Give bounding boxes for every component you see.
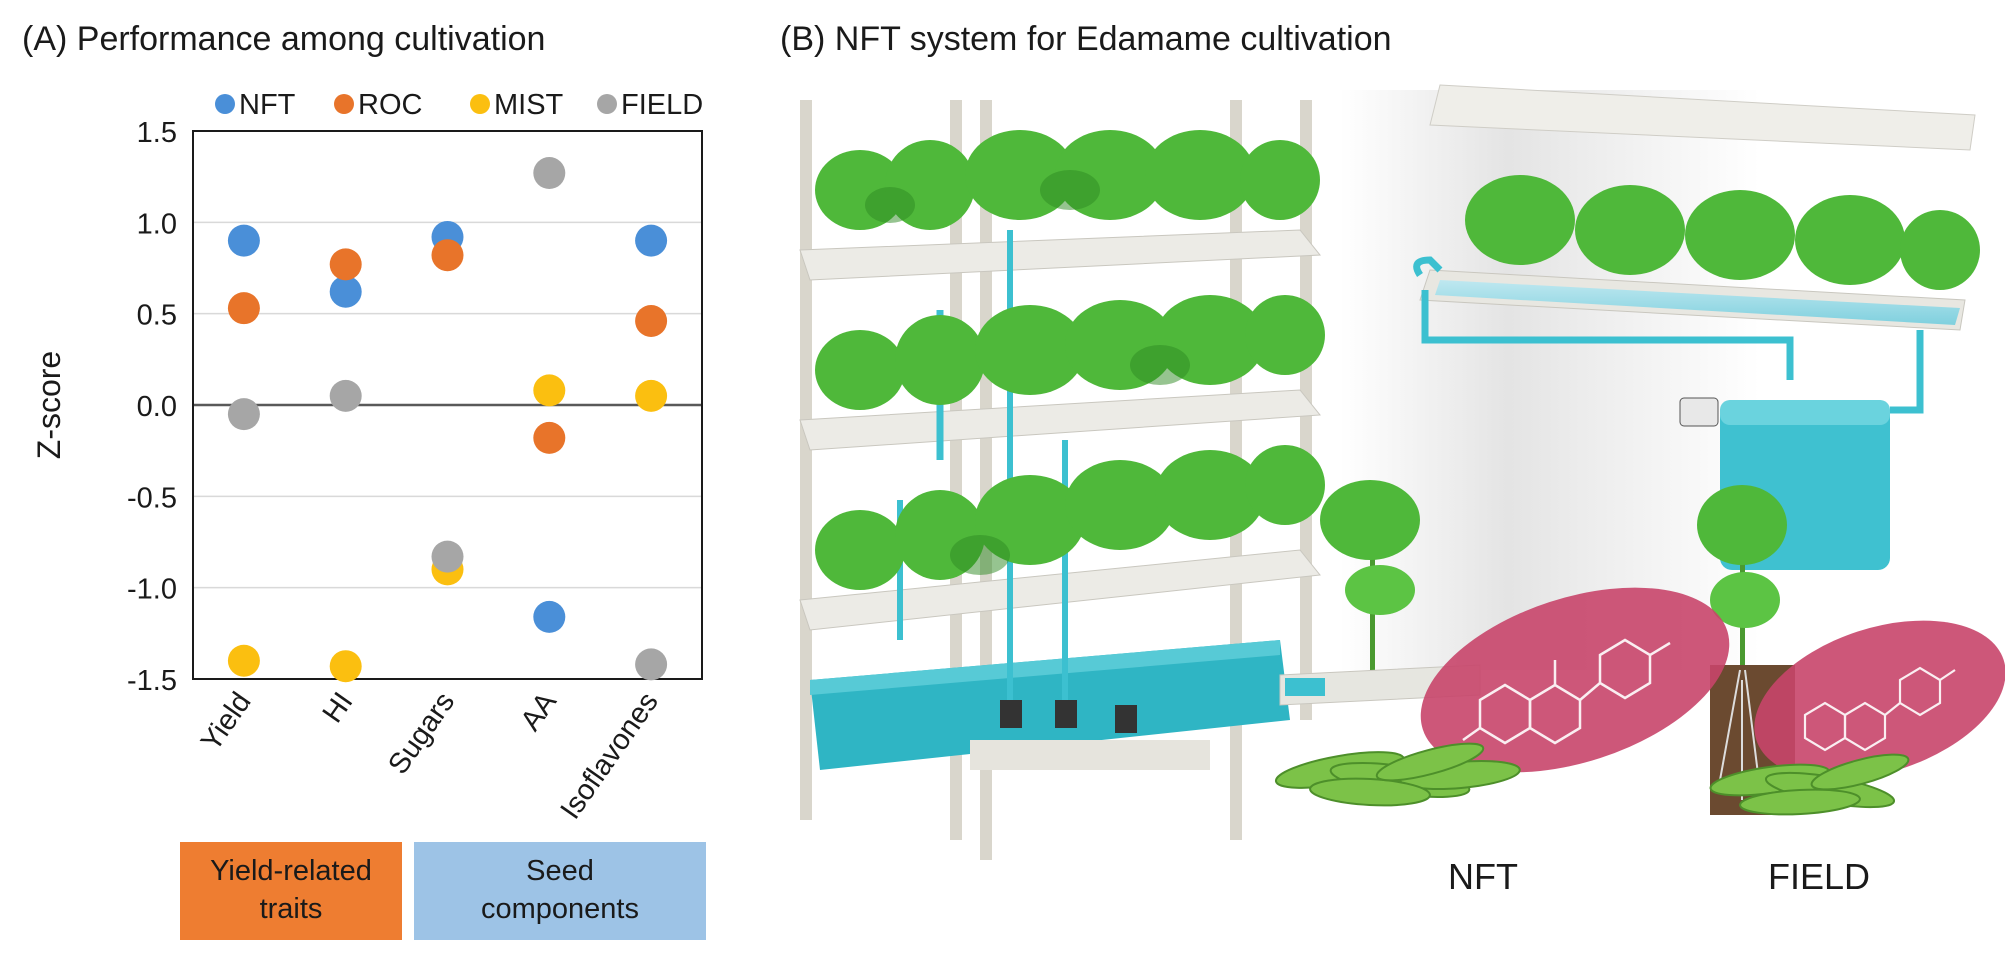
- y-tick-label: -1.5: [127, 665, 177, 697]
- data-point-field: [533, 157, 566, 190]
- edamame-pods-field: [1709, 753, 1910, 816]
- data-point-roc: [227, 292, 260, 325]
- field-label: FIELD: [1768, 856, 1871, 897]
- y-axis-label: Z-score: [31, 351, 67, 459]
- group-label-line1: Seed: [526, 855, 594, 888]
- single-tier-nft: [1413, 84, 1980, 570]
- legend-marker-mist: [470, 94, 490, 114]
- legend-marker-nft: [215, 94, 235, 114]
- x-tick-label: HI: [317, 687, 360, 729]
- y-tick-label: 0.5: [137, 300, 177, 332]
- data-point-nft: [635, 224, 668, 257]
- legend-label-roc: ROC: [358, 89, 422, 121]
- isoflavone-molecule-left: [1420, 587, 1730, 773]
- data-point-roc: [329, 248, 362, 281]
- y-tick-label: -0.5: [127, 482, 177, 514]
- y-tick-label: 0.0: [137, 391, 177, 423]
- legend-label-mist: MIST: [494, 89, 564, 121]
- x-tick-label: Isoflavones: [554, 687, 664, 826]
- y-tick-label: 1.0: [137, 208, 177, 240]
- y-tick-label: 1.5: [137, 117, 177, 149]
- x-tick-label: Yield: [195, 687, 258, 757]
- seed-components-group: Seed components: [414, 842, 706, 940]
- group-label-line1: Yield-related: [210, 855, 372, 888]
- panel-b-title: (B) NFT system for Edamame cultivation: [780, 20, 1392, 58]
- data-point-mist: [635, 379, 668, 412]
- group-label-line2: components: [481, 893, 639, 925]
- x-tick-label: AA: [515, 686, 564, 737]
- y-tick-label: -1.0: [127, 574, 177, 606]
- edamame-pods-nft: [1274, 742, 1521, 807]
- isoflavone-molecule-right: [1754, 620, 2005, 780]
- data-point-mist: [227, 644, 260, 677]
- plot-area: [192, 130, 703, 680]
- legend-label-field: FIELD: [621, 89, 703, 121]
- legend-label-nft: NFT: [239, 89, 296, 121]
- data-point-nft: [227, 224, 260, 257]
- legend-marker-field: [597, 94, 617, 114]
- data-point-nft: [329, 275, 362, 308]
- data-point-field: [329, 379, 362, 412]
- panel-a-title: (A) Performance among cultivation: [22, 20, 546, 58]
- data-point-roc: [533, 421, 566, 454]
- data-point-roc: [431, 239, 464, 272]
- data-point-mist: [329, 650, 362, 683]
- data-point-field: [635, 648, 668, 681]
- nft-label: NFT: [1448, 856, 1518, 897]
- yield-related-traits-group: Yield-related traits: [180, 842, 402, 940]
- data-point-roc: [635, 304, 668, 337]
- legend-marker-roc: [334, 94, 354, 114]
- x-tick-label: Sugars: [382, 687, 461, 781]
- data-point-mist: [533, 374, 566, 407]
- nft-system-illustration: [799, 84, 2005, 860]
- data-point-field: [431, 540, 464, 573]
- data-point-nft: [533, 600, 566, 633]
- group-label-line2: traits: [259, 893, 323, 925]
- data-point-field: [227, 398, 260, 431]
